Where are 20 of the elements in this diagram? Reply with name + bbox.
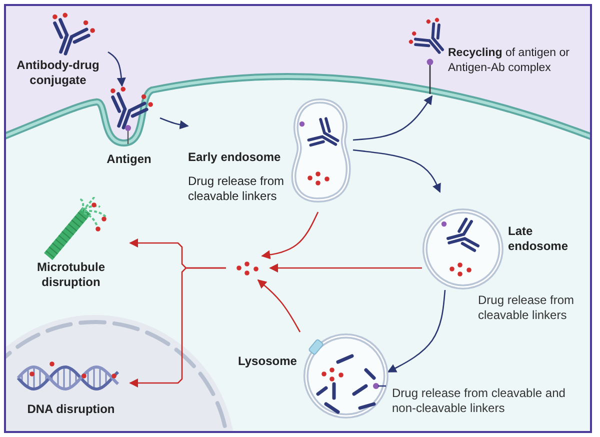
arrow [160, 117, 189, 130]
node-description: Recycling of antigen or Antigen-Ab complex [448, 46, 570, 76]
arrow [257, 279, 301, 332]
arrow [387, 290, 446, 373]
arrow [108, 51, 126, 87]
description-text: Drug release from cleavable linkers [188, 174, 286, 204]
node-title: Microtubule disruption [36, 260, 106, 290]
arrow [269, 263, 422, 273]
node-title: DNA disruption [26, 402, 116, 417]
node-title: Antigen [106, 152, 152, 167]
node-title: Antibody-drug conjugate [16, 58, 100, 88]
description-text: Drug release from cleavable and non-cleavable linkers [392, 386, 566, 416]
arrow [261, 212, 319, 260]
arrow [129, 267, 226, 388]
description-text: Drug release from cleavable linkers [478, 293, 576, 323]
node-title: Lysosome [238, 354, 298, 369]
node-title: Early endosome [188, 150, 282, 165]
node-title: Late endosome [508, 224, 570, 254]
arrow [352, 95, 433, 141]
arrow [352, 149, 441, 193]
